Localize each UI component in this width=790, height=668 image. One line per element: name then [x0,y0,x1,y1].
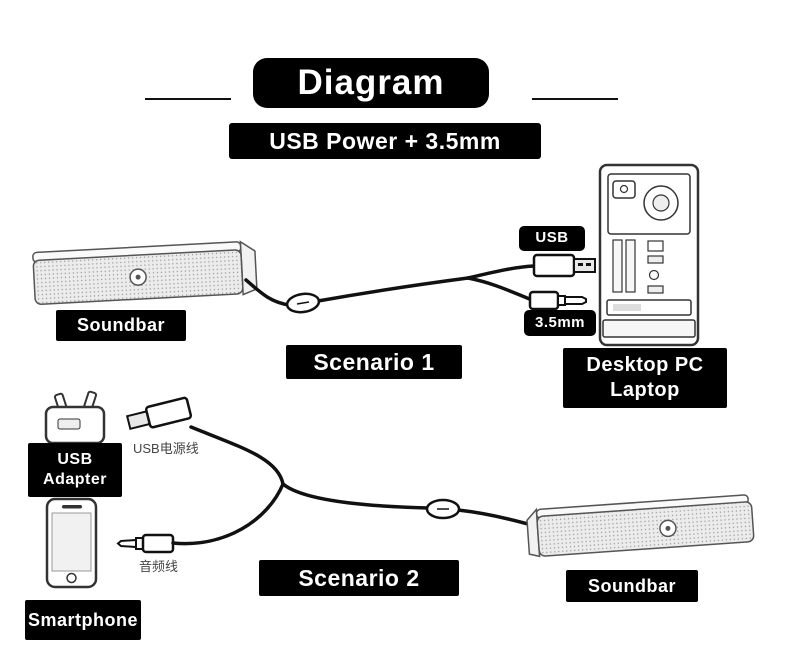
jack-port-badge: 3.5mm [524,310,596,336]
usb-adapter-badge: USB Adapter [28,443,122,497]
desktop-pc-laptop-badge: Desktop PC Laptop [563,348,727,408]
soundbar-1-drawing [32,240,258,305]
usb-cable-label: USB电源线 [133,441,199,456]
cable-scenario-1 [244,264,536,307]
adapter-badge-line2: Adapter [43,471,107,488]
smartphone-badge: Smartphone [25,600,141,640]
device-badge-line2: Laptop [610,379,680,401]
device-badge-line1: Desktop PC [586,354,704,376]
volume-control-2 [425,498,461,520]
soundbar-1-badge: Soundbar [56,310,186,341]
scenario-1-badge: Scenario 1 [286,345,462,379]
soundbar-2-drawing [526,494,755,558]
volume-control-1 [285,292,321,314]
usb-plug-2 [125,396,193,431]
audio-cable-label: 音频线 [139,559,179,574]
title-line-left [145,98,231,100]
soundbar-2-badge: Soundbar [566,570,698,602]
usb-port-badge: USB [519,226,585,251]
cable-scenario-2 [171,425,544,546]
audio-plug-2 [116,533,175,554]
audio-plug-1 [528,290,587,311]
title-badge: Diagram [253,58,489,108]
title-line-right [532,98,618,100]
scenario-2-badge: Scenario 2 [259,560,459,596]
usb-plug-1 [532,253,596,278]
smartphone-drawing [45,497,98,589]
usb-adapter-drawing [44,390,106,445]
subtitle-badge: USB Power + 3.5mm [229,123,541,159]
adapter-badge-line1: USB [57,451,93,468]
pc-tower-drawing [598,163,700,347]
